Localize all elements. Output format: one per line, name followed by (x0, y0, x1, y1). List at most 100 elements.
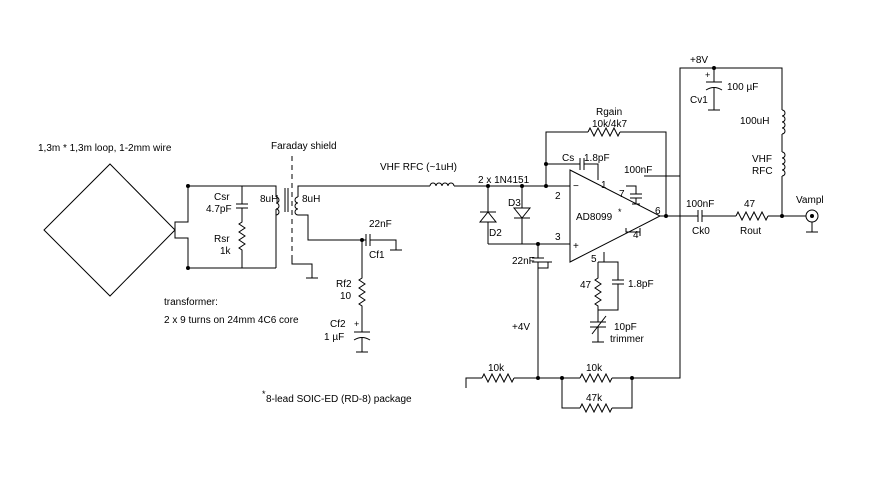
loop-wire-top (174, 186, 189, 230)
pin1: 1 (601, 180, 607, 191)
bias-resistor-10k-b (579, 372, 613, 384)
vampl-connector-pin (810, 214, 814, 218)
loop-antenna (43, 163, 176, 297)
package-note: 8-lead SOIC-ED (RD-8) package (266, 394, 412, 405)
diode-d3 (512, 207, 532, 219)
transformer-secondary (294, 196, 299, 216)
cf2-value: 1 µF (324, 332, 344, 343)
cv1-capacitor (705, 87, 723, 91)
rf2-label: Rf2 (336, 279, 352, 290)
csr-label: Csr (214, 192, 230, 203)
plus-pin: + (573, 241, 579, 252)
pin4: 4 (633, 230, 639, 241)
transformer-desc: 2 x 9 turns on 24mm 4C6 core (164, 315, 299, 326)
rgain-value: 10k/4k7 (592, 119, 627, 130)
pin2: 2 (555, 191, 561, 202)
cf2-capacitor (353, 337, 371, 341)
d2-label: D2 (489, 228, 502, 239)
primary-inductance: 8uH (260, 194, 278, 205)
supply-label: +8V (690, 55, 708, 66)
wire (297, 185, 430, 197)
faraday-label: Faraday shield (271, 141, 337, 152)
opamp-star: * (618, 207, 622, 217)
vhf-rfc2-inductor (781, 151, 786, 177)
bias-resistor-10k-a (481, 372, 515, 384)
rfc2-label-a: VHF (752, 154, 772, 165)
minus-pin: − (573, 181, 579, 192)
wire (537, 262, 549, 269)
loop-note: 1,3m * 1,3m loop, 1-2mm wire (38, 143, 172, 154)
rgain-label: Rgain (596, 107, 622, 118)
inductor-100uh (781, 109, 786, 135)
diodes-label: 2 x 1N4151 (478, 175, 530, 186)
resistor-47k (579, 402, 613, 414)
cf2-label: Cf2 (330, 319, 346, 330)
input-cap-value: 22nF (512, 256, 535, 267)
cs-label: Cs (562, 153, 574, 164)
node (630, 376, 634, 380)
rf2-resistor (358, 240, 366, 332)
vhf-rfc-label: VHF RFC (~1uH) (380, 162, 457, 173)
ck0-label: Ck0 (692, 226, 710, 237)
vampl-label: Vampl (796, 195, 824, 206)
cf1-value: 22nF (369, 219, 392, 230)
bias-resistor-a-value: 10k (488, 363, 505, 374)
trimmer-adjust-arrow[interactable] (591, 315, 607, 335)
node (560, 376, 564, 380)
opamp-label: AD8099 (576, 212, 613, 223)
node (536, 376, 540, 380)
node (664, 214, 668, 218)
cf1-label: Cf1 (369, 250, 385, 261)
transformer-primary (275, 196, 280, 216)
comp-resistor-value: 47 (580, 280, 592, 291)
resistor-47k-value: 47k (586, 393, 603, 404)
ck0-value: 100nF (686, 199, 714, 210)
package-star: * (262, 389, 266, 399)
node (544, 162, 548, 166)
inductor-100uh-label: 100uH (740, 116, 769, 127)
wire (603, 252, 612, 263)
cv1-label: Cv1 (690, 95, 708, 106)
trimmer-value: 10pF (614, 322, 637, 333)
secondary-inductance: 8uH (302, 194, 320, 205)
wire (465, 377, 482, 388)
wire (598, 261, 619, 280)
wire (598, 284, 619, 311)
rf2-value: 10 (340, 291, 352, 302)
wire (584, 163, 599, 180)
rout-label: Rout (740, 226, 761, 237)
supply-rail (679, 67, 783, 176)
cv1-plus: + (705, 70, 710, 80)
bias-resistor-b-value: 10k (586, 363, 603, 374)
wire (370, 239, 397, 250)
rfc2-label-b: RFC (752, 166, 773, 177)
comp-cap-value: 1.8pF (628, 279, 654, 290)
rgain-resistor (587, 126, 621, 138)
cv1-value: 100 µF (727, 82, 758, 93)
decoupling-value: 100nF (624, 165, 652, 176)
pin3: 3 (555, 232, 561, 243)
rsr-value: 1k (220, 246, 232, 257)
wire (537, 243, 570, 258)
d3-label: D3 (508, 198, 521, 209)
node (536, 242, 540, 246)
rout-resistor (735, 210, 769, 222)
opamp-ad8099 (569, 169, 662, 263)
comp-resistor-47 (594, 262, 602, 318)
pin6: 6 (655, 206, 661, 217)
wire (298, 214, 366, 241)
pin7: 7 (619, 189, 625, 200)
pin5: 5 (591, 254, 597, 265)
loop-wire-bottom (174, 230, 189, 268)
cf2-plus: + (354, 319, 359, 329)
wire (242, 185, 277, 197)
wire (561, 378, 580, 409)
wire (625, 228, 640, 233)
rout-value: 47 (744, 199, 756, 210)
wire (626, 185, 637, 194)
csr-value: 4.7pF (206, 204, 232, 215)
diode-d2 (478, 211, 498, 223)
cs-value: 1.8pF (584, 153, 610, 164)
